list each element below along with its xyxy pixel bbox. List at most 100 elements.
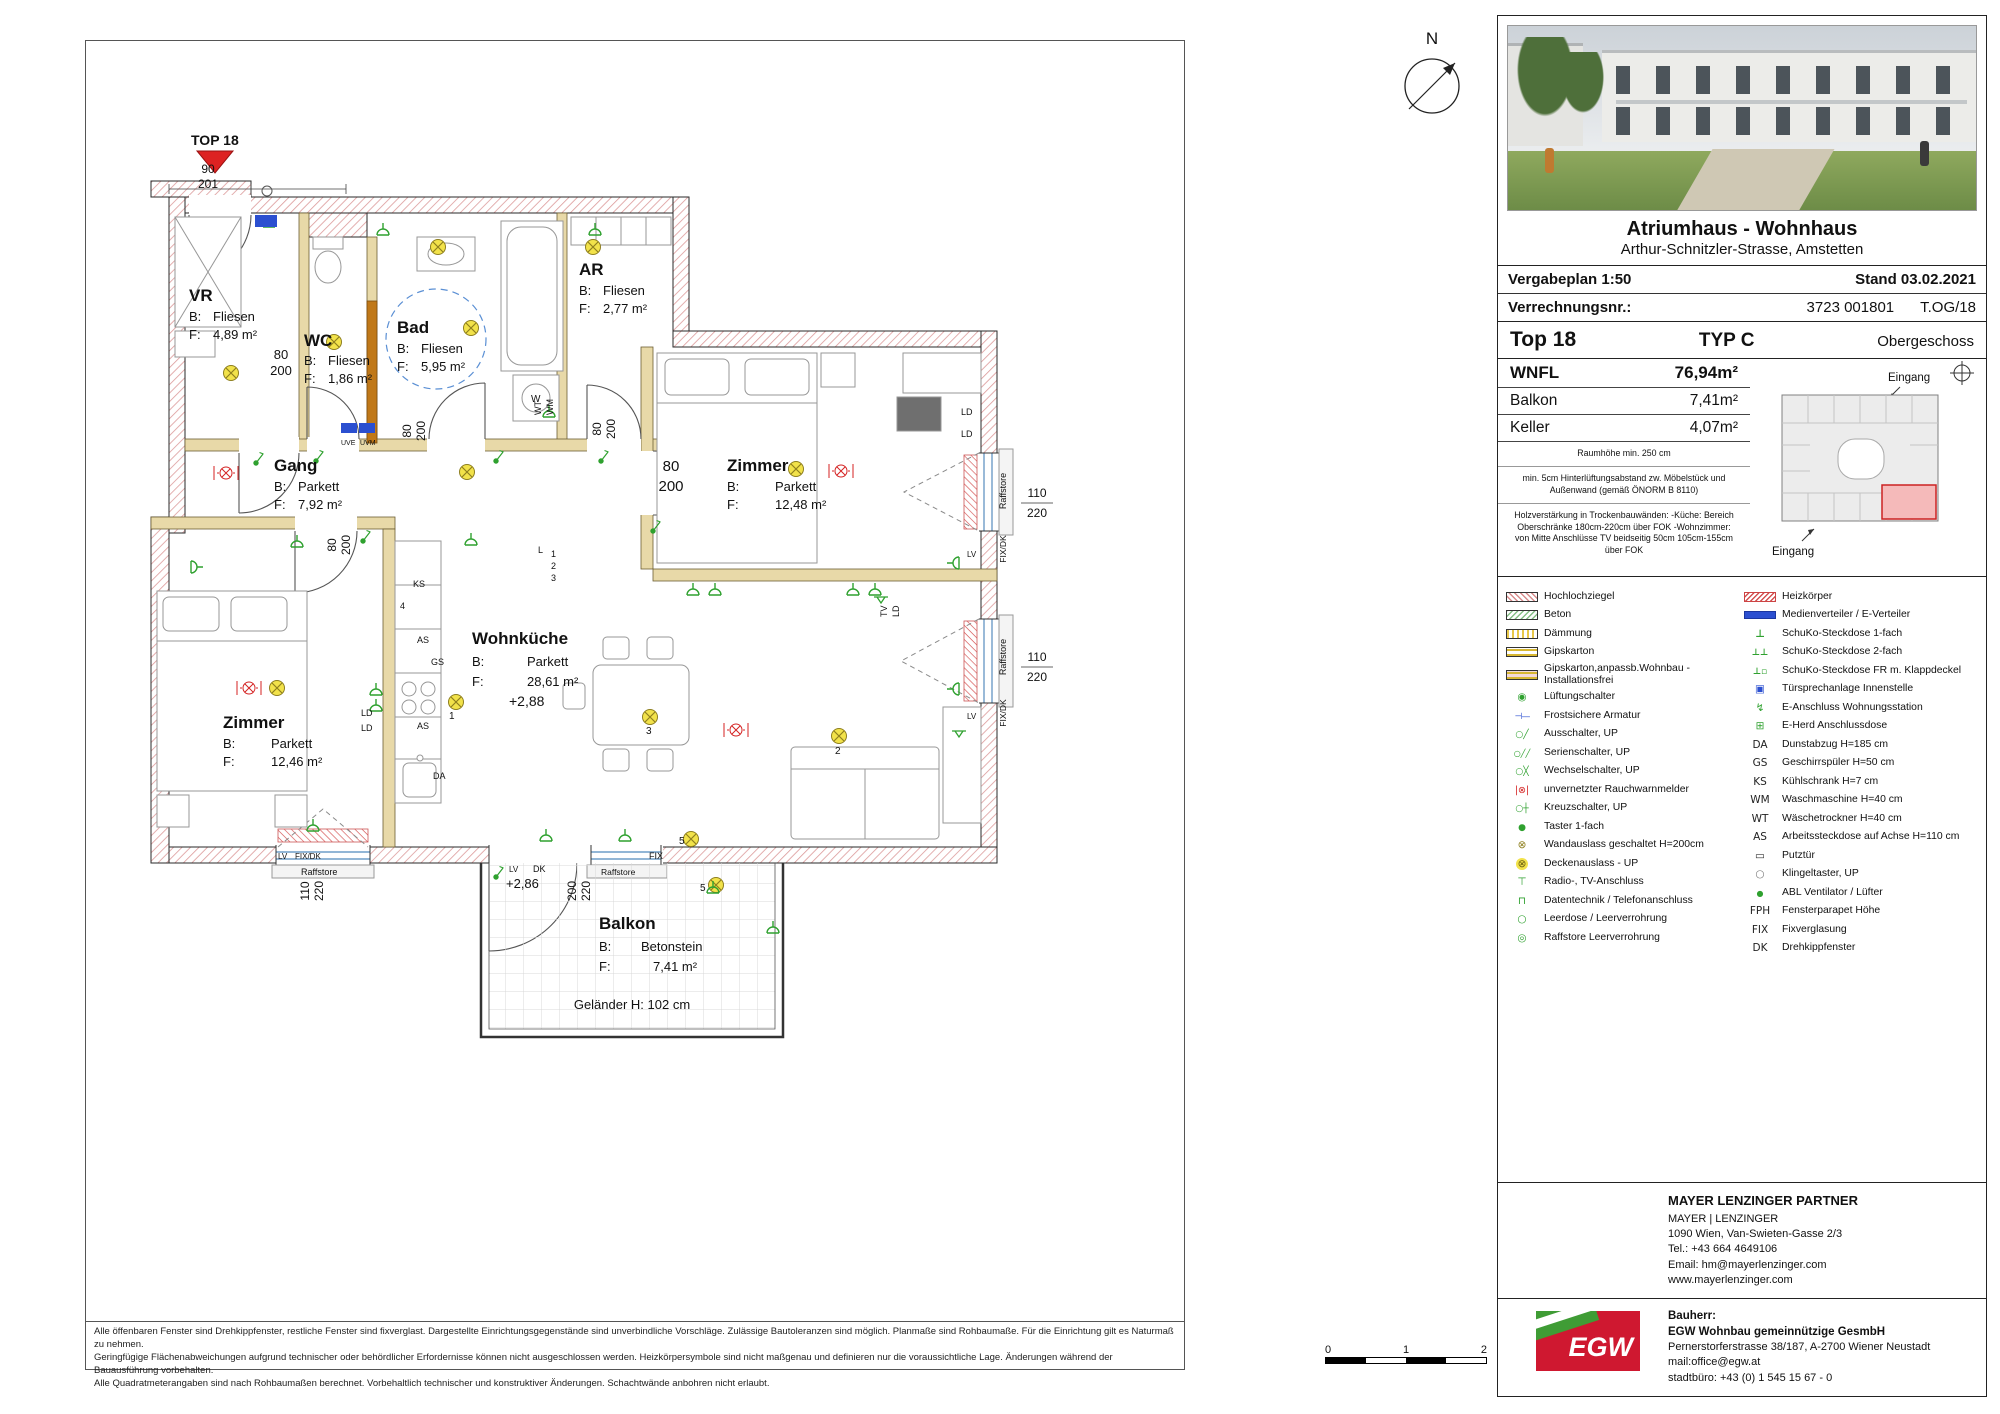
legend-item: Kreuzschalter, UP — [1506, 801, 1740, 816]
e-herd-icon — [1744, 720, 1776, 732]
note: Raumhöhe min. 250 cm — [1498, 442, 1750, 467]
svg-text:220: 220 — [1027, 670, 1047, 684]
planner-line: 1090 Wien, Van-Swieten-Gasse 2/3 — [1668, 1228, 1843, 1241]
svg-text:F:: F: — [579, 301, 591, 316]
areas-table: WNFL 76,94m² Balkon 7,41m² Keller 4,07m²… — [1498, 359, 1750, 576]
tag-raffstore: Raffstore — [301, 867, 337, 877]
bauherr-block: EGW Bauherr: EGW Wohnbau gemeinnützige G… — [1498, 1297, 1986, 1396]
legend-item: WT Wäschetrockner H=40 cm — [1751, 812, 1902, 825]
legend-item: FIX Fixverglasung — [1751, 923, 1847, 936]
bauherr-contact: Pernerstorferstrasse 38/187, A-2700 Wien… — [1668, 1340, 1976, 1386]
svg-text:80: 80 — [325, 538, 339, 552]
svg-text:Parkett: Parkett — [271, 736, 313, 751]
balkon-level: +2,86 — [506, 876, 539, 891]
medienverteiler-icon — [1744, 611, 1776, 619]
svg-text:B:: B: — [472, 654, 484, 669]
areas-section: WNFL 76,94m² Balkon 7,41m² Keller 4,07m²… — [1498, 359, 1986, 577]
svg-text:4,89 m²: 4,89 m² — [213, 327, 258, 342]
svg-text:200: 200 — [604, 419, 618, 439]
tag-ld: LD — [961, 429, 973, 439]
dim-bad-door: 80 200 — [400, 421, 428, 441]
dim-balcony-door: 200 220 — [565, 881, 593, 901]
legend-item: GS Geschirrspüler H=50 cm — [1752, 757, 1895, 769]
svg-text:80: 80 — [274, 347, 288, 362]
legend-item: Gipskarton — [1506, 645, 1740, 660]
svg-text:Fliesen: Fliesen — [328, 353, 370, 368]
tag-dk: DK — [533, 864, 546, 874]
area-row-keller: Keller 4,07m² — [1498, 415, 1750, 442]
rendering-window-row — [1615, 106, 1967, 135]
svg-text:Parkett: Parkett — [775, 479, 817, 494]
rendering-window-row — [1615, 66, 1967, 95]
daemmung-icon — [1506, 628, 1538, 639]
svg-text:200: 200 — [565, 881, 579, 901]
disclaimer-line: Alle öffenbaren Fenster sind Drehkippfen… — [94, 1326, 1174, 1351]
svg-text:AR: AR — [579, 260, 604, 279]
svg-text:Zimmer: Zimmer — [727, 456, 789, 475]
tree — [1559, 51, 1608, 118]
tag-lv: LV — [967, 712, 977, 721]
svg-text:Gang: Gang — [274, 456, 317, 475]
svg-text:200: 200 — [270, 363, 292, 378]
rendering-balcony-rail — [1615, 99, 1967, 104]
svg-text:110: 110 — [298, 881, 312, 900]
raffstore-leer-icon — [1506, 932, 1538, 944]
legend-item: Deckenauslass - UP — [1506, 856, 1740, 871]
area-row-wnfl: WNFL 76,94m² — [1498, 359, 1750, 388]
legend-item-label: ABL Ventilator / Lüfter — [1782, 886, 1883, 898]
schuko-2-icon — [1744, 646, 1776, 658]
planner-name: MAYER LENZINGER PARTNER — [1668, 1192, 1858, 1208]
plan-annotations: Raffstore FIX/DK Raffstore FIX/DK LV LV … — [278, 394, 1008, 894]
room-label-vr: VR B:Fliesen F:4,89 m² — [189, 286, 258, 342]
site-building — [1781, 394, 1939, 522]
building-rendering — [1507, 25, 1977, 211]
svg-text:Zimmer: Zimmer — [223, 713, 285, 732]
tag-ld: LD — [891, 605, 901, 617]
scale-bar-segments — [1325, 1357, 1487, 1364]
planner-block: MAYER LENZINGER PARTNER MAYER | LENZINGE… — [1498, 1181, 1986, 1298]
legend-item-label: SchuKo-Steckdose 2-fach — [1782, 646, 1903, 658]
tag-raffstore: Raffstore — [998, 639, 1008, 675]
legend-right-column: Heizkörper Medienverteiler / E-Verteiler… — [1744, 589, 1978, 1170]
svg-text:201: 201 — [198, 177, 218, 191]
legend-item-label: E-Anschluss Wohnungsstation — [1782, 701, 1923, 713]
tag-w: W — [531, 394, 541, 405]
dim-vr-door: 80 200 — [270, 347, 292, 378]
leerdose-icon — [1506, 913, 1538, 925]
room-label-balkon: Balkon B:Betonstein F:7,41 m² Geländer H… — [506, 876, 702, 1012]
svg-text:80: 80 — [663, 458, 680, 475]
svg-text:VR: VR — [189, 286, 213, 305]
planner-line: Email: hm@mayerlenzinger.com — [1668, 1258, 1827, 1271]
legend-item-label: Wechselschalter, UP — [1544, 765, 1640, 777]
legend-item: E-Herd Anschlussdose — [1744, 719, 1978, 734]
svg-text:5,95 m²: 5,95 m² — [421, 359, 466, 374]
legend-item-label: Serienschalter, UP — [1544, 746, 1631, 758]
eingang-top-label: Eingang — [1888, 372, 1930, 384]
site-plan: Eingang Eingang — [1772, 361, 1974, 558]
tag-ld: LD — [961, 407, 973, 417]
legend-item: E-Anschluss Wohnungsstation — [1744, 700, 1978, 715]
radiators — [277, 454, 978, 843]
dim-window-bottom: 110 220 — [298, 881, 326, 901]
door-openings — [189, 195, 999, 865]
legend-item-label: Ausschalter, UP — [1544, 728, 1618, 740]
legend-item-label: Radio-, TV-Anschluss — [1544, 876, 1644, 888]
tag-ld: LD — [361, 708, 373, 718]
wandauslass-icon — [1506, 839, 1538, 851]
site-plan-block: Eingang Eingang — [1750, 359, 1986, 576]
legend-item-label: Geschirrspüler H=50 cm — [1782, 757, 1895, 769]
tag-n3: 3 — [646, 726, 652, 737]
tag-fix: FIX — [649, 851, 663, 861]
room-label-gang: Gang B:Parkett F:7,92 m² — [274, 456, 343, 512]
svg-text:7,41 m²: 7,41 m² — [653, 959, 698, 974]
tag-lv: LV — [278, 852, 288, 861]
legend-left-column: Hochlochziegel Beton Dämmung Gip — [1506, 589, 1740, 1170]
legend-item: SchuKo-Steckdose 1-fach — [1744, 626, 1978, 641]
gipskarton-icon — [1506, 647, 1538, 657]
crosshair-icon — [1950, 361, 1974, 385]
rauchwarnmelder-icon — [1506, 784, 1538, 796]
note: Holzverstärkung in Trockenbauwänden: -Kü… — [1514, 509, 1734, 556]
area-label: Keller — [1510, 419, 1550, 436]
tag-lv: LV — [967, 550, 977, 559]
legend-item-label: Dämmung — [1544, 627, 1592, 639]
